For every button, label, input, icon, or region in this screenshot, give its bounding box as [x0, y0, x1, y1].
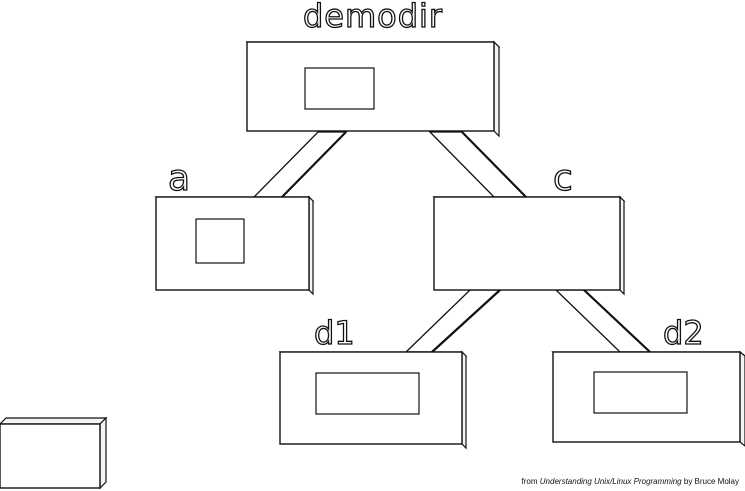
- directory-box-a: [154, 195, 315, 296]
- directory-label-d2: d2: [663, 314, 704, 352]
- connector-demodir-c: [428, 131, 528, 198]
- directory-label-d1: d1: [314, 314, 355, 352]
- directory-box-demodir: [245, 40, 501, 138]
- source-credit: from Understanding Unix/Linux Programmin…: [522, 477, 739, 486]
- legend-box-icon: [0, 416, 108, 490]
- directory-box-d2: [551, 350, 745, 447]
- directory-box-c: [432, 195, 626, 296]
- directory-label-demodir: demodir: [303, 0, 443, 35]
- directory-label-c: c: [553, 158, 573, 199]
- directory-entry-slot: [195, 218, 245, 264]
- connector-c-d1: [404, 289, 502, 353]
- directory-label-a: a: [168, 158, 190, 199]
- directory-entry-slot: [304, 67, 375, 110]
- connector-c-d2: [554, 289, 652, 353]
- directory-entry-slot: [593, 371, 688, 414]
- directory-box-d1: [278, 350, 468, 450]
- directory-entry-slot: [315, 372, 420, 415]
- connector-demodir-a: [252, 131, 348, 198]
